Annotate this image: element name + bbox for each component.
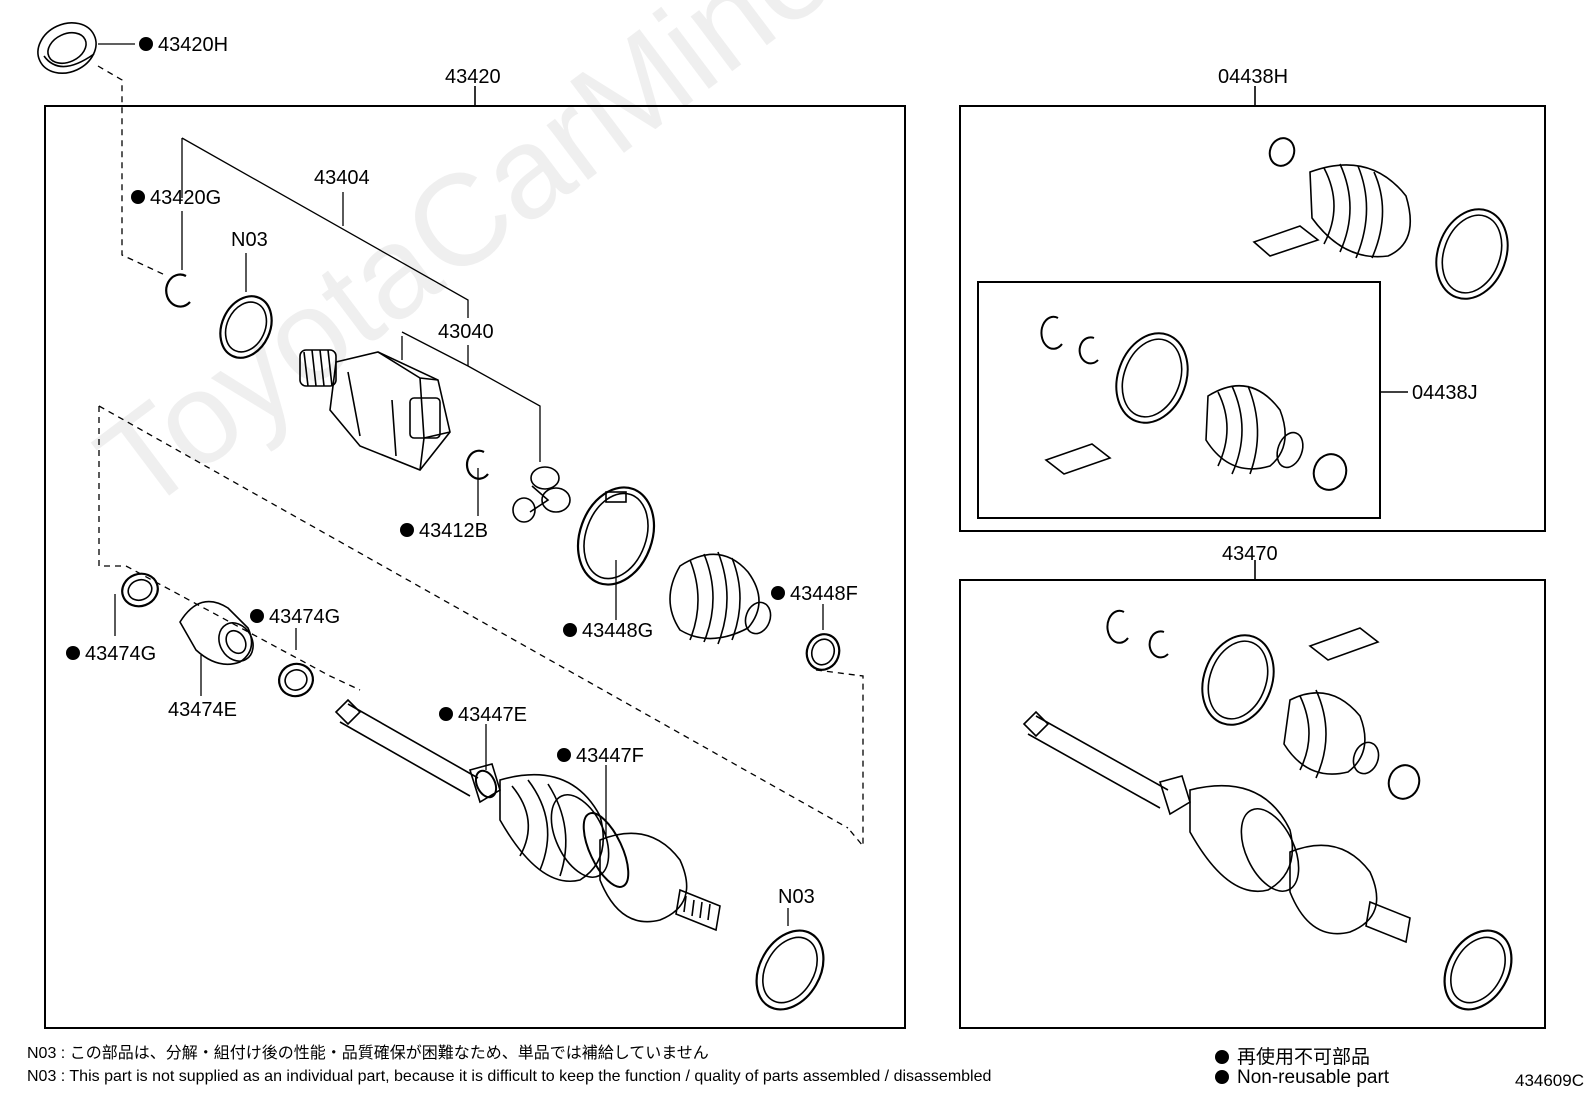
part-damper-43474E <box>179 600 254 666</box>
label-43474G-right: 43474G <box>269 606 340 628</box>
non-reusable-dot <box>66 646 80 660</box>
label-43412B: 43412B <box>419 520 488 542</box>
label-43447E: 43447E <box>458 704 527 726</box>
label-43420H: 43420H <box>158 34 228 56</box>
note-english: N03 : This part is not supplied as an in… <box>27 1068 992 1085</box>
non-reusable-dot <box>139 37 153 51</box>
non-reusable-dot-icon <box>1215 1070 1229 1084</box>
assembly-box-04438J <box>977 281 1381 519</box>
grease-packet <box>1308 627 1380 661</box>
non-reusable-dot <box>131 190 145 204</box>
part-group-04438J <box>1040 315 1348 491</box>
label-04438H: 04438H <box>1218 66 1288 88</box>
part-snap-ring-43420G <box>165 273 191 308</box>
non-reusable-dot <box>563 623 577 637</box>
part-group-43470 <box>1022 609 1513 1011</box>
label-43470: 43470 <box>1222 543 1278 565</box>
diagram-code: 434609C <box>1514 1071 1584 1090</box>
part-inboard-boot <box>669 551 772 645</box>
part-ring-N03-top <box>219 295 273 359</box>
part-boot-band-43447F <box>582 812 630 888</box>
label-43448G: 43448G <box>582 620 653 642</box>
note-japanese: N03 : この部品は、分解・組付け後の性能・品質確保が困難なため、単品では補給… <box>27 1045 709 1062</box>
part-ring-N03-bottom <box>755 929 825 1011</box>
non-reusable-dot <box>557 748 571 762</box>
label-43404: 43404 <box>314 167 370 189</box>
legend-english: Non-reusable part <box>1215 1067 1389 1089</box>
non-reusable-dot <box>250 609 264 623</box>
part-tripod-43040 <box>512 466 571 523</box>
grease-packet <box>1044 443 1112 475</box>
part-damper-clamp-43474G-right <box>278 662 314 698</box>
assembly-box-04438H <box>959 105 1546 532</box>
legend-text-en: Non-reusable part <box>1237 1067 1390 1088</box>
non-reusable-dot <box>771 586 785 600</box>
assembly-box-43470 <box>959 579 1546 1029</box>
part-group-04438H <box>1252 137 1509 300</box>
legend-japanese: 再使用不可部品 <box>1215 1042 1370 1069</box>
part-boot-band-43447E <box>474 769 498 799</box>
label-04438J: 04438J <box>1412 382 1478 404</box>
label-43448F: 43448F <box>790 583 858 605</box>
leader-lines <box>97 43 864 926</box>
label-43420: 43420 <box>445 66 501 88</box>
part-damper-clamp-43474G-left <box>121 572 159 608</box>
assembly-box-43420 <box>44 105 906 1029</box>
part-boot-clamp-43448F <box>805 633 841 671</box>
non-reusable-dot <box>439 707 453 721</box>
label-43474E: 43474E <box>168 699 237 721</box>
label-N03-top: N03 <box>231 229 268 251</box>
part-outboard-joint-housing-43404 <box>299 349 451 471</box>
label-43447F: 43447F <box>576 745 644 767</box>
non-reusable-dot-icon <box>1215 1050 1229 1064</box>
label-N03-bottom: N03 <box>778 886 815 908</box>
label-group: 43420 04438H 04438J 43470 43420H 43420G … <box>66 34 1478 908</box>
label-43420G: 43420G <box>150 187 221 209</box>
label-43474G-left: 43474G <box>85 643 156 665</box>
legend-text-ja: 再使用不可部品 <box>1237 1047 1371 1068</box>
grease-packet <box>1252 225 1320 257</box>
part-drive-shaft-assembly <box>334 698 721 932</box>
label-43040: 43040 <box>438 321 494 343</box>
non-reusable-dot <box>400 523 414 537</box>
part-snap-ring-43412B <box>465 449 489 480</box>
part-boot-clamp-43448G <box>576 486 656 586</box>
part-dust-seal-43420H <box>37 22 97 74</box>
